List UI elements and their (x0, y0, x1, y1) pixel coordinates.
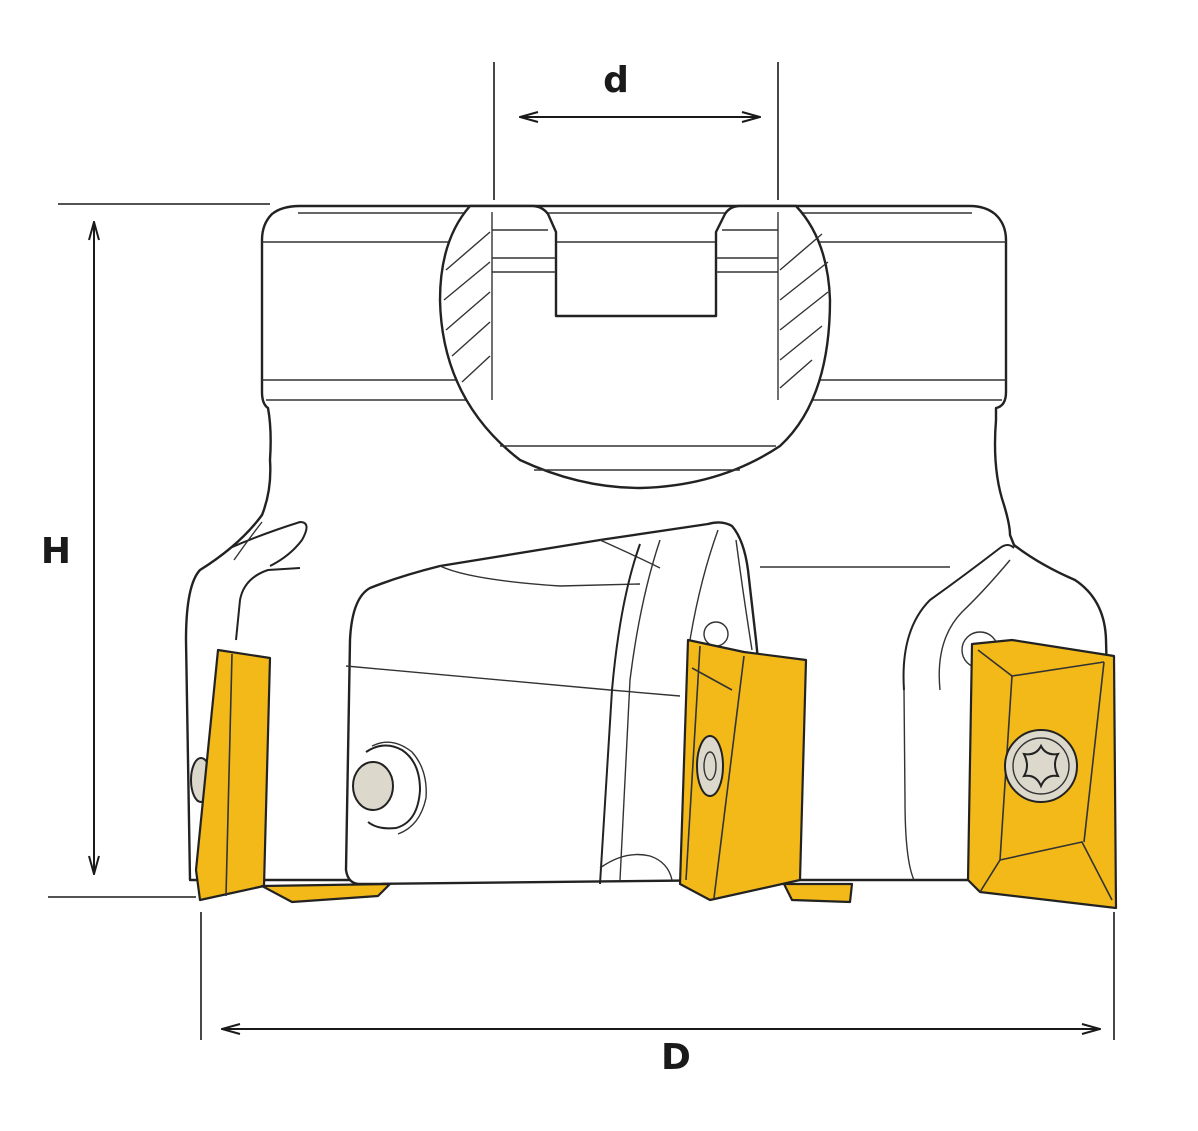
dimension-d: d (493, 60, 779, 200)
bore-cross-section (438, 204, 832, 490)
insert-middle (678, 638, 854, 904)
torx-screw-icon (1022, 743, 1060, 789)
dimension-h-label: H (41, 531, 71, 572)
dimension-d-outer: D (200, 912, 1115, 1078)
insert-right (966, 638, 1118, 910)
hatch-right (779, 233, 829, 389)
dimension-D-label: D (661, 1037, 691, 1078)
dimension-h: H (41, 203, 270, 898)
dimension-d-label: d (603, 60, 629, 101)
hatch-left (443, 231, 491, 383)
insert-left (194, 648, 392, 904)
